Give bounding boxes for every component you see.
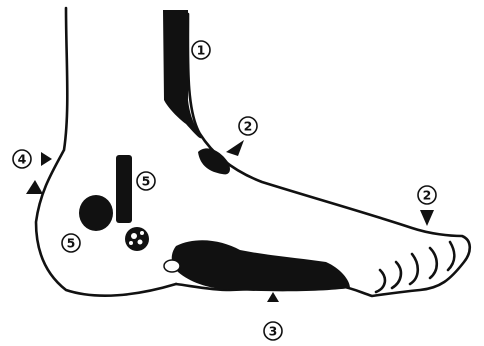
marker-3-label: 3 [269,324,278,339]
marker-5-tendon-label: 5 [142,174,151,189]
navicular-speckle [125,227,149,251]
arrow-icon-3-sole [267,292,279,302]
marker-1-label: 1 [197,43,206,58]
arrow-icon-4-upper [41,152,52,166]
region-5-tendon-shaded [116,155,132,223]
marker-3: 3 [264,322,282,340]
region-2-ankle-shaded [198,148,230,174]
arrow-icon-4-lower [26,180,43,194]
marker-2-ankle: 2 [239,117,257,135]
marker-2-ankle-label: 2 [244,119,253,134]
marker-4: 4 [13,150,31,168]
arrow-icon-2-forefoot [420,210,434,226]
sole-speckle [164,260,180,272]
marker-2-forefoot-label: 2 [423,188,432,203]
marker-5-tendon: 5 [137,172,155,190]
marker-5-malleolus-label: 5 [67,236,76,251]
region-3-sole-shaded [172,240,350,291]
marker-4-label: 4 [18,152,27,167]
marker-5-malleolus: 5 [62,234,80,252]
region-1-shaded [163,10,202,138]
region-5-malleolus-shaded [79,195,113,231]
marker-1: 1 [192,41,210,59]
marker-2-forefoot: 2 [418,186,436,204]
arrow-icon-2-ankle [226,140,244,156]
